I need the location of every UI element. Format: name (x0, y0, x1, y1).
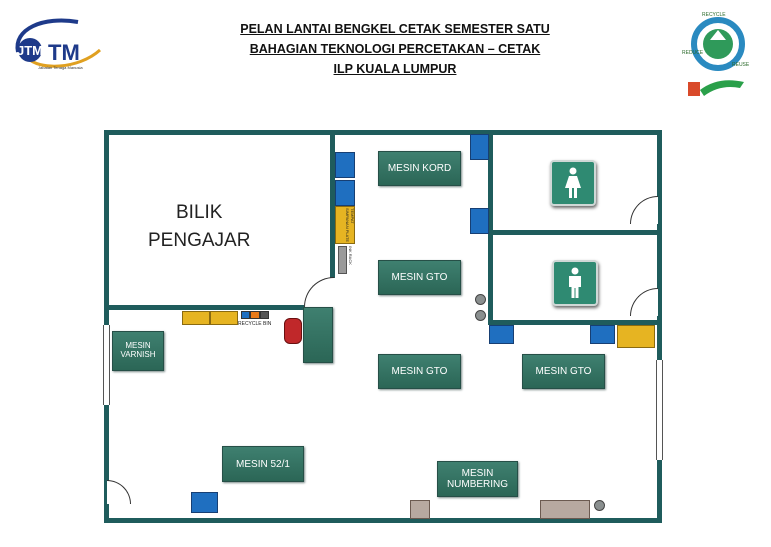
office-label-line-1: BILIK (176, 202, 223, 223)
title-line-3: ILP KUALA LUMPUR (333, 62, 457, 76)
male-toilet-icon (569, 267, 581, 298)
recycle-text: RECYCLE (702, 12, 726, 18)
window-left (103, 325, 110, 405)
wall-bottom (104, 518, 662, 523)
machine-numbering[interactable]: MESIN NUMBERING (437, 461, 518, 497)
female-toilet-icon (565, 167, 581, 198)
office-label-line-2: PENGAJAR (148, 230, 251, 251)
blue-bin-3 (470, 134, 489, 160)
wall-top (104, 130, 662, 135)
machine-gto-2[interactable]: MESIN GTO (378, 354, 461, 389)
blue-bin-7 (191, 492, 218, 513)
yellow-bin-3 (617, 325, 655, 348)
office-wall-right (330, 130, 335, 278)
jtm-subtitle: Jabatan Tenaga Manusia (38, 65, 83, 70)
main-door[interactable] (107, 480, 131, 504)
yellow-bin-1 (182, 311, 210, 325)
toilet-wall-left-bottom (488, 230, 493, 323)
chair (284, 318, 302, 344)
ink-rack-label: INK RACK (348, 246, 353, 265)
blue-bin-1 (335, 152, 355, 178)
stool-2 (475, 310, 486, 321)
machine-numbering-line-2: NUMBERING (446, 479, 509, 490)
wall-right (657, 130, 662, 523)
female-toilet-sign (550, 160, 596, 206)
toilet-wall-bottom (488, 320, 662, 325)
stool-1 (475, 294, 486, 305)
recycle-bin-label: RECYCLE BIN (238, 321, 272, 327)
storage-cabinet (540, 500, 590, 519)
reduce-text: REDUCE (682, 50, 704, 56)
toilet-wall-middle (488, 230, 662, 235)
machine-numbering-line-1: MESIN (461, 468, 494, 479)
jtm-logo: JTM TM Jabatan Tenaga Manusia (8, 14, 108, 76)
recycle-bins (241, 311, 269, 319)
machine-varnish[interactable]: MESIN VARNISH (112, 331, 164, 371)
instructor-desk (303, 307, 333, 363)
office-wall-bottom (104, 305, 304, 310)
machine-kord[interactable]: MESIN KORD (378, 151, 461, 186)
blue-bin-4 (470, 208, 489, 234)
recycle-logo-icon (688, 17, 745, 96)
title-line-1: PELAN LANTAI BENGKEL CETAK SEMESTER SATU (240, 22, 550, 36)
stool-3 (594, 500, 605, 511)
toilet-door-female[interactable] (630, 196, 658, 224)
toilet-wall-left-top (488, 130, 493, 240)
plate-rack (335, 206, 355, 244)
office-door[interactable] (304, 277, 334, 307)
recycle-logo: RECYCLE REUSE REDUCE (680, 10, 752, 100)
machine-varnish-line-1: MESIN (125, 341, 151, 351)
toilet-door-male[interactable] (630, 288, 658, 316)
plate-rack-label: TEMPAT SIMPANAN PLATE (345, 208, 355, 243)
ink-rack (338, 246, 347, 274)
storage-box (410, 500, 430, 519)
svg-text:TM: TM (48, 40, 80, 65)
jtm-logo-mark: JTM (17, 43, 43, 58)
machine-gto-1[interactable]: MESIN GTO (378, 260, 461, 295)
blue-bin-2 (335, 180, 355, 206)
reuse-text: REUSE (732, 62, 750, 68)
machine-52-1[interactable]: MESIN 52/1 (222, 446, 304, 482)
title-line-2: BAHAGIAN TEKNOLOGI PERCETAKAN – CETAK (249, 42, 541, 56)
male-toilet-sign (552, 260, 598, 306)
window-right (656, 360, 663, 460)
machine-varnish-line-2: VARNISH (120, 350, 156, 359)
machine-gto-3[interactable]: MESIN GTO (522, 354, 605, 389)
blue-bin-6 (590, 325, 615, 344)
blue-bin-5 (489, 325, 514, 344)
jtm-logo-icon: JTM TM (15, 18, 102, 68)
yellow-bin-2 (210, 311, 238, 325)
